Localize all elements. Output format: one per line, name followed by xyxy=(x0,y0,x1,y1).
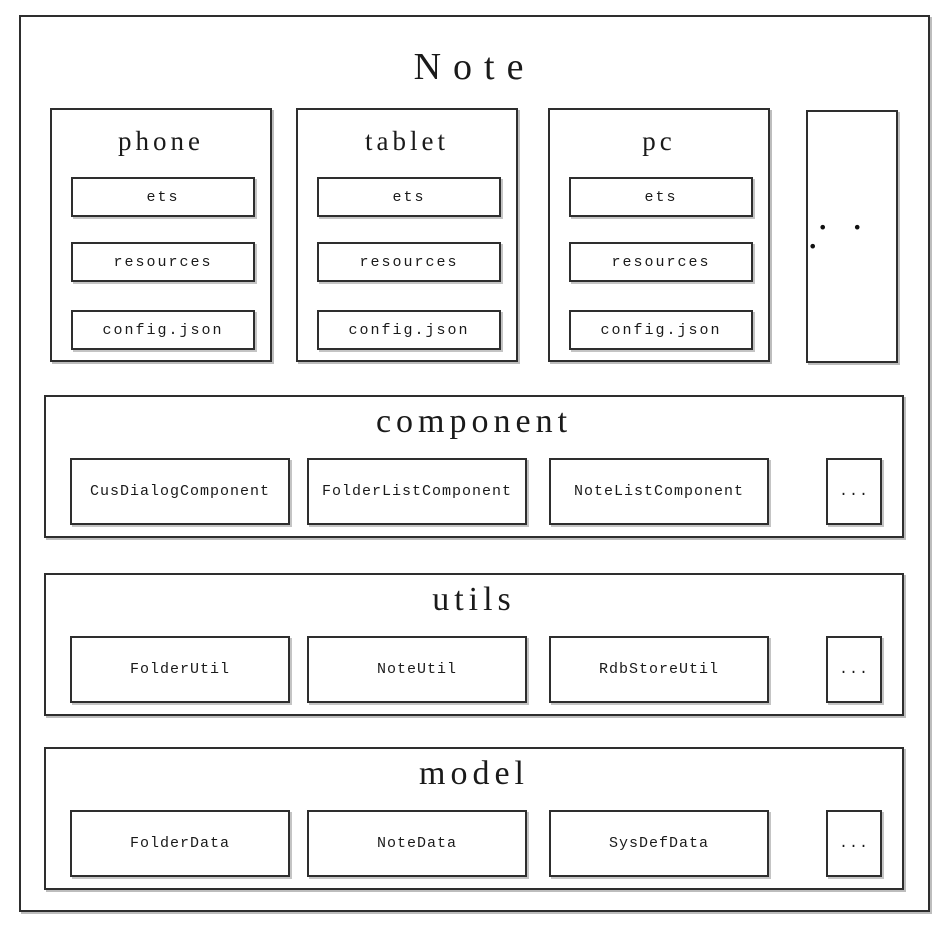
device-box-tablet: tablet ets resources config.json xyxy=(296,108,518,362)
pc-item-resources: resources xyxy=(569,242,753,282)
device-title-pc: pc xyxy=(642,126,676,156)
utils-item-noteutil: NoteUtil xyxy=(307,636,527,703)
device-title-phone: phone xyxy=(118,126,204,156)
tablet-item-resources: resources xyxy=(317,242,501,282)
pc-item-ets: ets xyxy=(569,177,753,217)
section-title-utils: utils xyxy=(432,581,516,618)
phone-item-config-json: config.json xyxy=(71,310,255,350)
component-item-folderlistcomponent: FolderListComponent xyxy=(307,458,527,525)
device-box-phone: phone ets resources config.json xyxy=(50,108,272,362)
tablet-item-config-json: config.json xyxy=(317,310,501,350)
section-component: component CusDialogComponent FolderListC… xyxy=(44,395,904,538)
phone-item-ets: ets xyxy=(71,177,255,217)
utils-item-folderutil: FolderUtil xyxy=(70,636,290,703)
device-box-ellipsis: • • • xyxy=(806,110,898,363)
section-title-model: model xyxy=(419,755,529,792)
device-box-pc: pc ets resources config.json xyxy=(548,108,770,362)
section-title-component: component xyxy=(375,403,573,440)
diagram-title: Note xyxy=(413,46,536,88)
section-utils: utils FolderUtil NoteUtil RdbStoreUtil .… xyxy=(44,573,904,716)
device-title-tablet: tablet xyxy=(365,126,449,156)
utils-item-rdbstoreutil: RdbStoreUtil xyxy=(549,636,769,703)
ellipsis-dots-icon: • • • xyxy=(808,217,872,256)
model-item-notedata: NoteData xyxy=(307,810,527,877)
component-item-ellipsis: ... xyxy=(826,458,882,525)
tablet-item-ets: ets xyxy=(317,177,501,217)
component-item-cusdialogcomponent: CusDialogComponent xyxy=(70,458,290,525)
model-item-sysdefdata: SysDefData xyxy=(549,810,769,877)
component-item-notelistcomponent: NoteListComponent xyxy=(549,458,769,525)
model-item-ellipsis: ... xyxy=(826,810,882,877)
model-item-folderdata: FolderData xyxy=(70,810,290,877)
note-root-box: Note phone ets resources config.json tab… xyxy=(19,15,930,912)
phone-item-resources: resources xyxy=(71,242,255,282)
pc-item-config-json: config.json xyxy=(569,310,753,350)
utils-item-ellipsis: ... xyxy=(826,636,882,703)
section-model: model FolderData NoteData SysDefData ... xyxy=(44,747,904,890)
